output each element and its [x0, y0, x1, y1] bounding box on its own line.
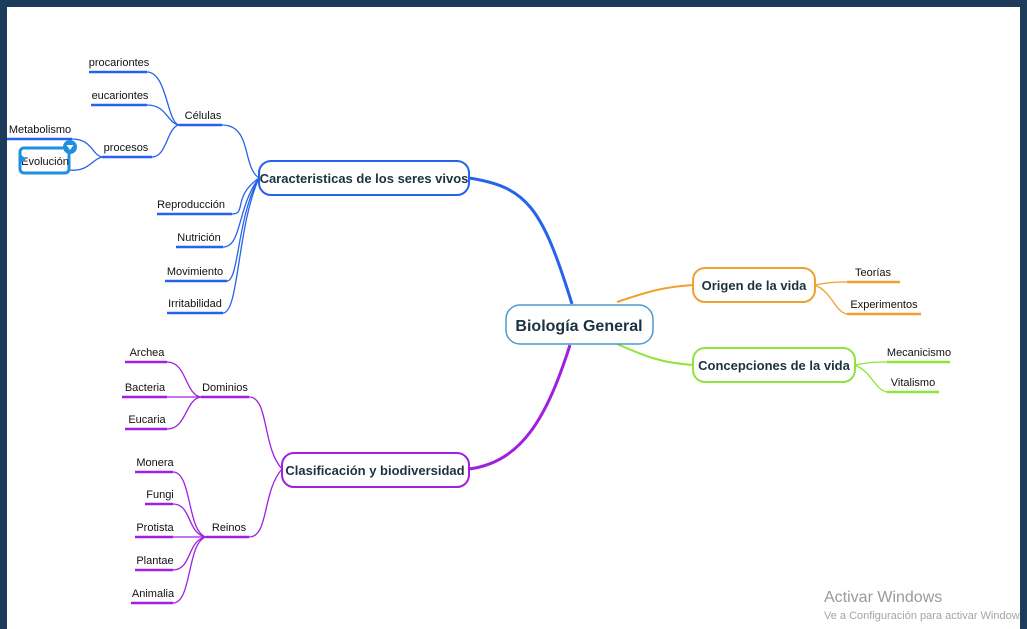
connector-central-clasificacion: [468, 344, 572, 471]
connectors-origen: [814, 281, 848, 315]
leaf-reinos-label: Reinos: [212, 522, 247, 534]
connectors-concepciones: [854, 361, 888, 393]
connectors: [68, 71, 888, 604]
leaf-monera[interactable]: Monera: [135, 457, 175, 474]
leaf-fungi-label: Fungi: [146, 489, 174, 501]
leaf-nutricion[interactable]: Nutrición: [176, 232, 223, 249]
leaf-eucariontes[interactable]: eucariontes: [91, 90, 149, 107]
node-origen[interactable]: Origen de la vida: [692, 267, 816, 303]
leaf-reproduccion-label: Reproducción: [157, 199, 225, 211]
leaf-animalia-label: Animalia: [132, 588, 175, 600]
leaf-archea-label: Archea: [130, 347, 166, 359]
leaf-vitalismo[interactable]: Vitalismo: [887, 377, 939, 394]
leaf-movimiento[interactable]: Movimiento: [165, 266, 227, 283]
node-concepciones-label: Concepciones de la vida: [698, 358, 850, 373]
connector-central-concepciones: [616, 343, 694, 366]
leaf-eucaria[interactable]: Eucaria: [125, 414, 167, 431]
connectors-clasificacion: [166, 361, 283, 604]
leaf-teorias-label: Teorías: [855, 267, 892, 279]
leaf-procariontes[interactable]: procariontes: [89, 57, 150, 74]
leaf-dominios[interactable]: Dominios: [201, 382, 249, 399]
mindmap-canvas: Biología General Caracteristicas de los …: [7, 7, 1020, 629]
leaf-bacteria-label: Bacteria: [125, 382, 166, 394]
leaf-archea[interactable]: Archea: [125, 347, 167, 364]
node-origen-label: Origen de la vida: [702, 278, 808, 293]
leaf-plantae[interactable]: Plantae: [135, 555, 174, 572]
leaf-dominios-label: Dominios: [202, 382, 248, 394]
leaf-evolucion-label: Evolución: [21, 156, 69, 168]
node-caracteristicas[interactable]: Caracteristicas de los seres vivos: [258, 160, 470, 196]
selection-arrow-icon: [20, 154, 26, 164]
node-clasificacion[interactable]: Clasificación y biodiversidad: [281, 452, 470, 488]
connector-central-caracteristicas: [468, 176, 574, 305]
leaf-movimiento-label: Movimiento: [167, 266, 223, 278]
leaf-fungi[interactable]: Fungi: [145, 489, 174, 506]
leaf-metabolismo[interactable]: Metabolismo: [7, 124, 72, 141]
leaf-vitalismo-label: Vitalismo: [891, 377, 935, 389]
leaf-metabolismo-label: Metabolismo: [9, 124, 71, 136]
leaf-plantae-label: Plantae: [136, 555, 173, 567]
leaf-eucariontes-label: eucariontes: [92, 90, 149, 102]
central-node-label: Biología General: [515, 318, 642, 335]
leaf-mecanicismo-label: Mecanicismo: [887, 347, 951, 359]
leaf-irritabilidad-label: Irritabilidad: [168, 298, 222, 310]
leaf-procesos-label: procesos: [104, 142, 149, 154]
leaf-animalia[interactable]: Animalia: [131, 588, 175, 605]
connectors-caracteristicas: [68, 71, 260, 314]
watermark-line2: Ve a Configuración para activar Windows.: [824, 610, 1020, 622]
leaf-bacteria[interactable]: Bacteria: [122, 382, 167, 399]
leaf-eucaria-label: Eucaria: [128, 414, 166, 426]
node-concepciones[interactable]: Concepciones de la vida: [692, 347, 856, 383]
leaf-monera-label: Monera: [136, 457, 174, 469]
leaf-protista[interactable]: Protista: [135, 522, 175, 539]
leaf-celulas[interactable]: Células: [179, 110, 222, 127]
leaf-reinos[interactable]: Reinos: [206, 522, 249, 539]
node-caracteristicas-label: Caracteristicas de los seres vivos: [260, 171, 469, 186]
leaf-evolucion-selected[interactable]: Evolución: [18, 146, 71, 175]
chevron-down-icon: [66, 145, 74, 150]
leaf-protista-label: Protista: [136, 522, 174, 534]
node-clasificacion-label: Clasificación y biodiversidad: [285, 463, 464, 478]
leaf-procesos[interactable]: procesos: [102, 142, 152, 159]
leaf-reproduccion[interactable]: Reproducción: [157, 199, 232, 216]
watermark-line1: Activar Windows: [824, 589, 942, 606]
leaf-irritabilidad[interactable]: Irritabilidad: [167, 298, 223, 315]
activation-watermark: Activar Windows Ve a Configuración para …: [824, 589, 1020, 622]
leaf-nutricion-label: Nutrición: [177, 232, 220, 244]
mindmap-svg: Biología General Caracteristicas de los …: [7, 57, 1020, 622]
leaf-teorias[interactable]: Teorías: [847, 267, 900, 284]
leaf-experimentos[interactable]: Experimentos: [847, 299, 921, 316]
connector-central-origen: [616, 284, 694, 303]
central-node[interactable]: Biología General: [505, 304, 654, 345]
leaf-mecanicismo[interactable]: Mecanicismo: [887, 347, 951, 364]
leaf-procariontes-label: procariontes: [89, 57, 150, 69]
leaf-experimentos-label: Experimentos: [850, 299, 918, 311]
collapse-toggle-button[interactable]: [63, 140, 77, 154]
leaf-celulas-label: Células: [185, 110, 222, 122]
